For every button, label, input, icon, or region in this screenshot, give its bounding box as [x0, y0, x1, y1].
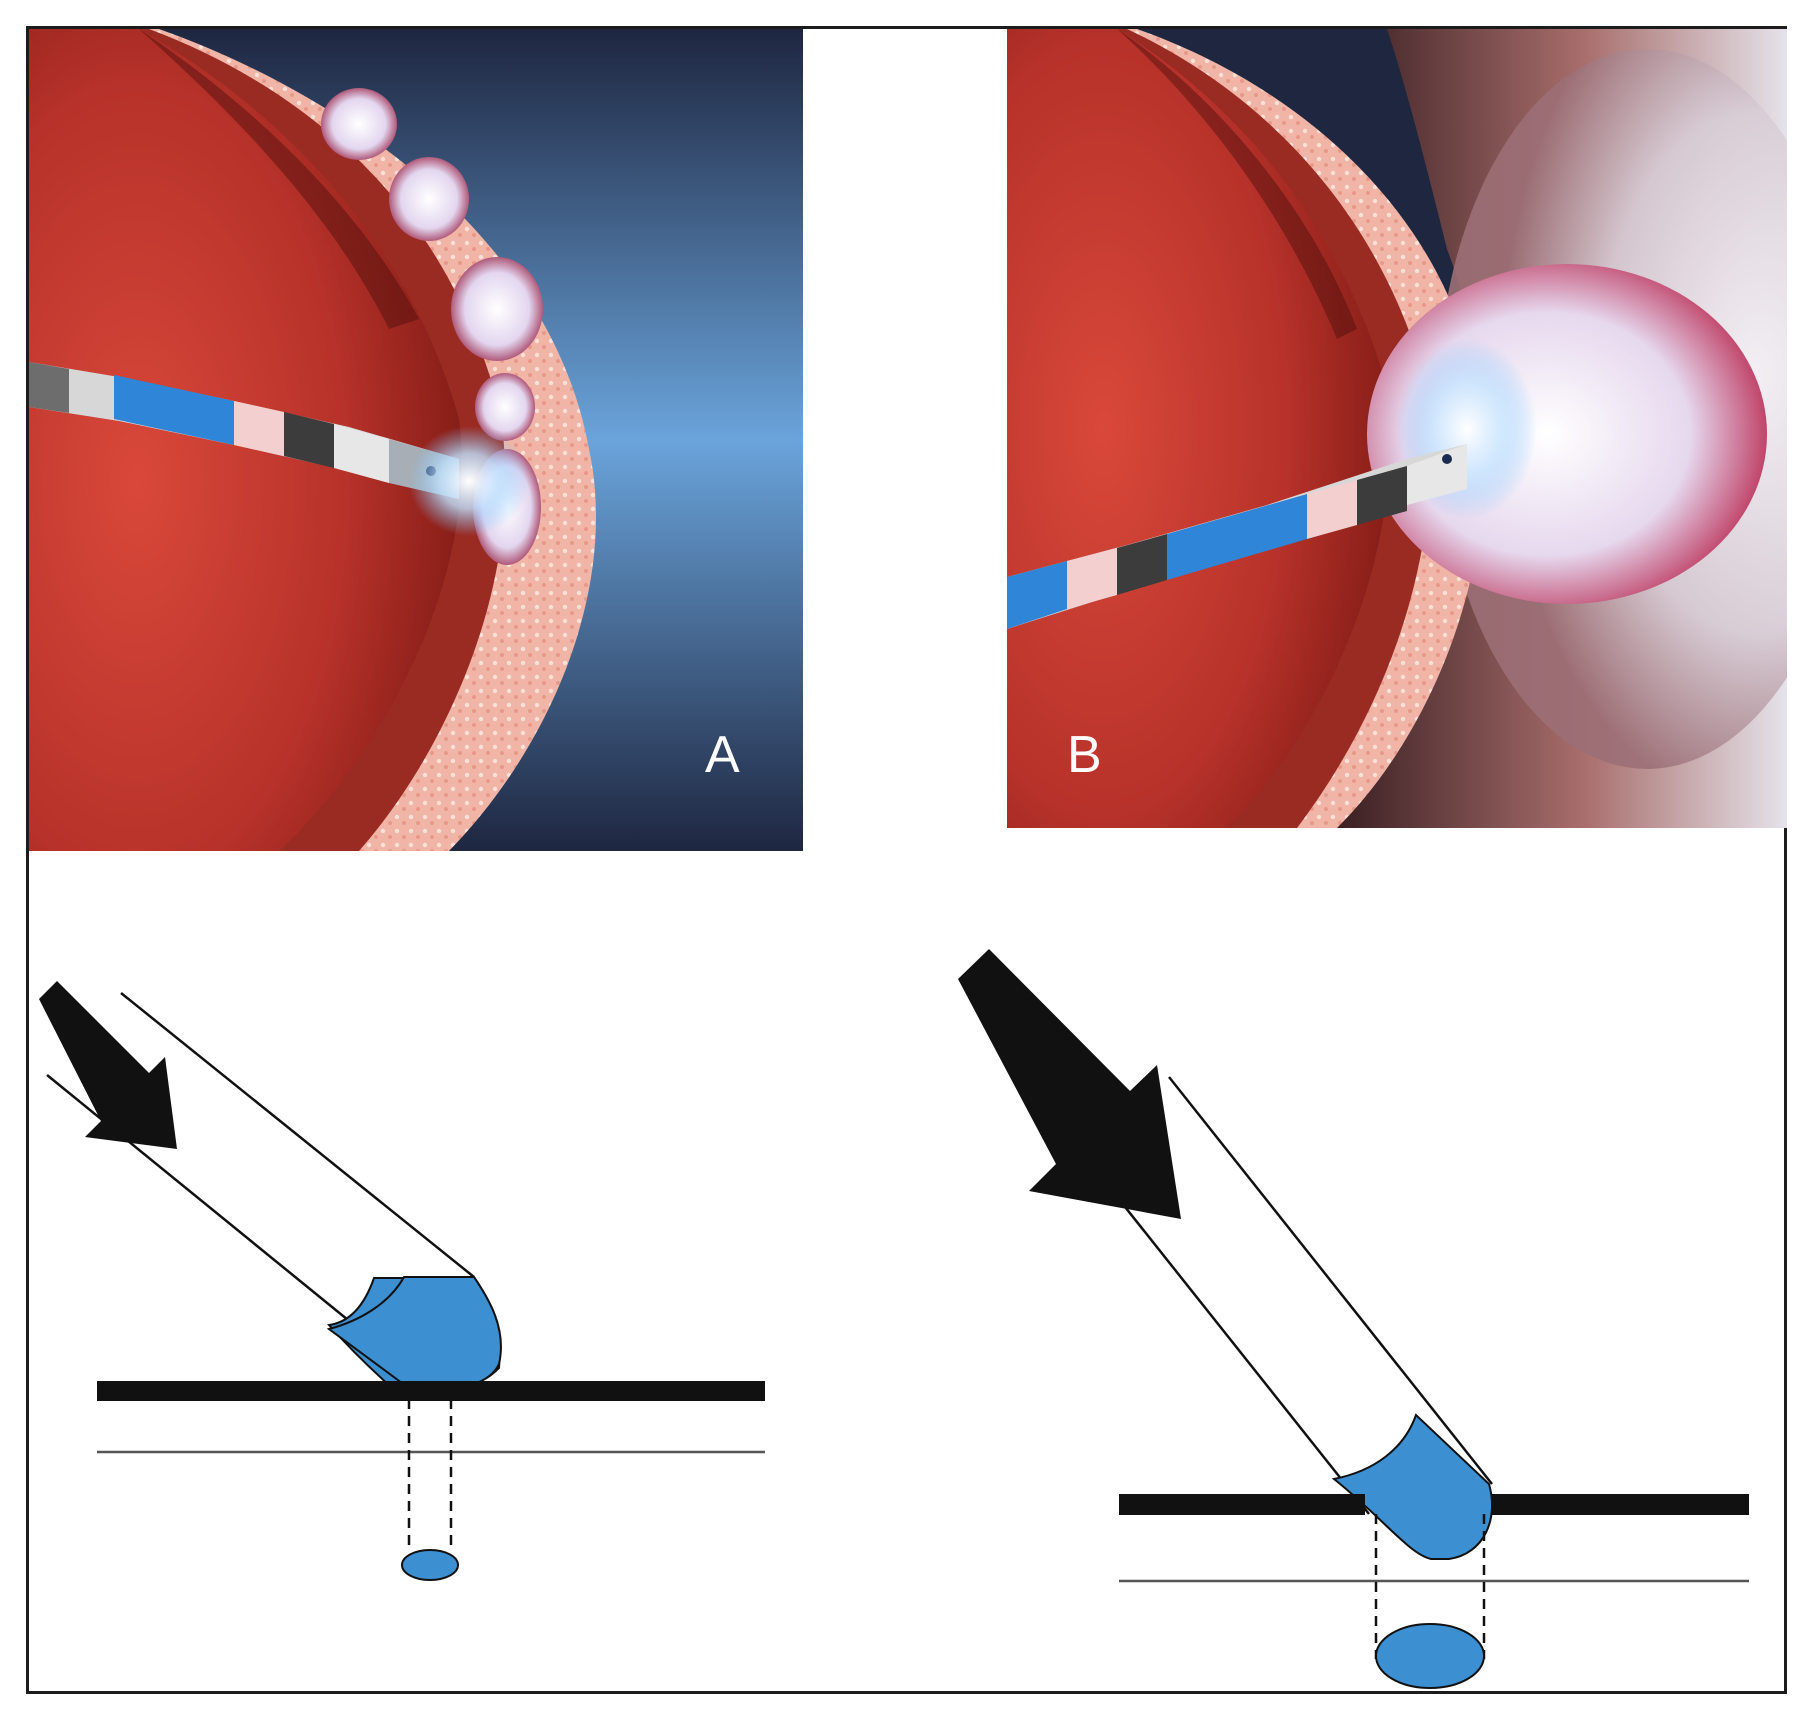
contact-force-schematics [29, 859, 1784, 1694]
catheter-icon [1007, 444, 1467, 629]
panel-b-illustration: B [1007, 29, 1787, 828]
arrow-icon [39, 981, 177, 1149]
schematic-a [39, 981, 765, 1581]
panel-label-b: B [1067, 726, 1102, 784]
schematic-b [958, 949, 1749, 1689]
catheter-icon [29, 362, 529, 536]
panel-a-illustration: A [29, 29, 803, 851]
panel-b-scene [1007, 29, 1787, 828]
arrow-icon [958, 949, 1181, 1219]
figure-frame: A [26, 26, 1787, 1694]
panel-a-scene [29, 29, 803, 851]
panel-label-a: A [705, 726, 740, 784]
